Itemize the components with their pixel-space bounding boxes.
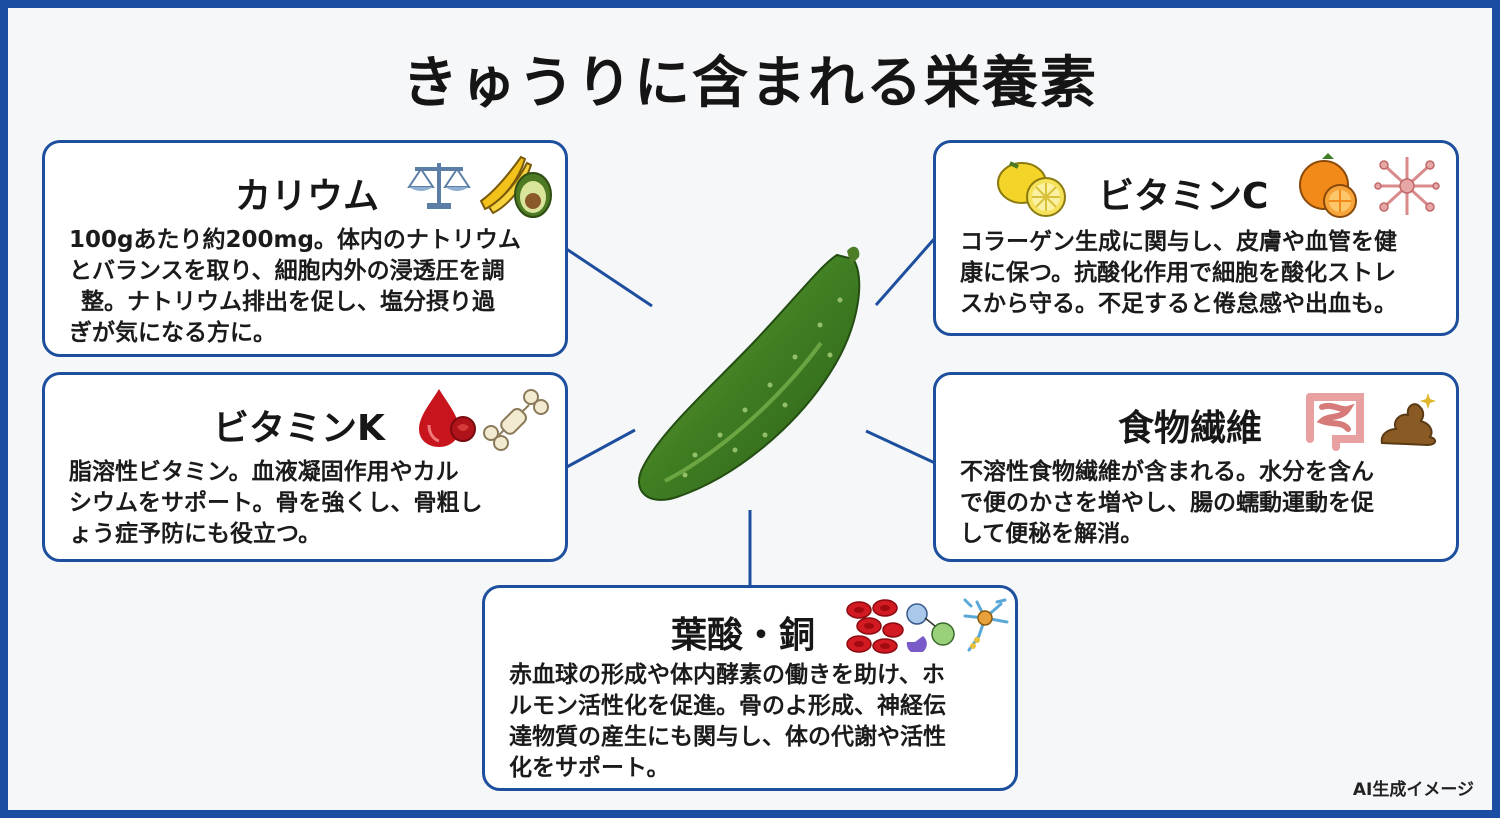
red-blood-cells-icon xyxy=(846,599,904,654)
card-title-potassium: カリウム xyxy=(235,176,380,217)
text-line: 脂溶性ビタミン。血液凝固作用やカル xyxy=(69,459,459,485)
card-vitamin-c: ビタミンC コラーゲン生成に関与し、皮膚や血管を健 康に保つ。抗酸化作用で細胞を… xyxy=(933,140,1459,336)
text-line: 赤血球の形成や体内酵素の働きを助け、ホ xyxy=(509,662,945,688)
card-title-vitamin-k: ビタミンK xyxy=(213,408,385,449)
card-title-folate-copper: 葉酸・銅 xyxy=(671,615,816,656)
banana-avocado-icon xyxy=(479,155,552,218)
text-line: スから守る。不足すると倦怠感や出血も。 xyxy=(960,291,1397,317)
orange-icon xyxy=(1299,153,1357,218)
collagen-network-icon xyxy=(1374,157,1440,215)
card-fiber: 食物繊維 不溶性食物繊維が含まれる。水分を含ん で便のかさを増やし、腸の蠕動運動… xyxy=(933,372,1459,562)
text-line: 化をサポート。 xyxy=(509,755,670,781)
card-body-vitamin-c: コラーゲン生成に関与し、皮膚や血管を健 康に保つ。抗酸化作用で細胞を酸化ストレ … xyxy=(960,227,1450,320)
connector-vitamin-k xyxy=(564,428,636,470)
text-line: 達物質の産生にも関与し、体の代謝や活性 xyxy=(509,724,946,750)
text-line: 100gあたり約200mg。体内のナトリウム xyxy=(69,227,521,253)
text-line: ルモン活性化を促進。骨のよ形成、神経伝 xyxy=(509,693,946,719)
card-title-vitamin-c: ビタミンC xyxy=(1098,176,1269,217)
card-body-vitamin-k: 脂溶性ビタミン。血液凝固作用やカル シウムをサポート。骨を強くし、骨粗し ょう症… xyxy=(69,457,559,550)
text-line: で便のかさを増やし、腸の蠕動運動を促 xyxy=(960,490,1374,516)
stool-icon xyxy=(1380,393,1436,447)
neuron-icon xyxy=(963,598,1009,652)
connector-vitamin-c xyxy=(874,237,937,306)
page-title: きゅうりに含まれる栄養素 xyxy=(402,51,1098,116)
card-vitamin-k: ビタミンK 脂溶性ビタミン。血液凝固作用やカル シウムをサポート。骨を強くし、骨… xyxy=(42,372,568,562)
card-body-folate-copper: 赤血球の形成や体内酵素の働きを助け、ホ ルモン活性化を促進。骨のよ形成、神経伝 … xyxy=(509,660,1009,784)
text-line: コラーゲン生成に関与し、皮膚や血管を健 xyxy=(960,229,1397,255)
text-line: 整。ナトリウム排出を促し、塩分摂り過 xyxy=(81,289,495,315)
card-title-fiber: 食物繊維 xyxy=(1118,408,1263,449)
text-line: とバランスを取り、細胞内外の浸透圧を調 xyxy=(69,258,505,284)
text-line: 康に保つ。抗酸化作用で細胞を酸化ストレ xyxy=(960,260,1397,286)
text-line: ょう症予防にも役立つ。 xyxy=(69,521,322,547)
lemon-icon xyxy=(997,161,1066,217)
card-body-fiber: 不溶性食物繊維が含まれる。水分を含ん で便のかさを増やし、腸の蠕動運動を促 して… xyxy=(960,457,1450,550)
ai-generated-caption: AI生成イメージ xyxy=(1352,780,1474,800)
balance-scale-icon xyxy=(407,163,471,209)
cucumber-image xyxy=(638,246,861,501)
card-body-potassium: 100gあたり約200mg。体内のナトリウム とバランスを取り、細胞内外の浸透圧… xyxy=(69,225,559,349)
text-line: して便秘を解消。 xyxy=(960,521,1144,547)
intestine-icon xyxy=(1306,393,1364,451)
card-folate-copper: 葉酸・銅 赤血球の形成や体内酵素の働きを助け、ホ ルモン活性化を促進。骨のよ形成… xyxy=(482,585,1018,791)
bone-icon xyxy=(483,389,549,451)
connector-potassium xyxy=(564,246,653,308)
blood-drop-icon xyxy=(419,389,476,447)
connector-fiber xyxy=(865,429,936,465)
text-line: ぎが気になる方に。 xyxy=(69,320,276,346)
card-potassium: カリウム 100gあたり約200mg。体内のナトリウム とバランスを取り、細胞内… xyxy=(42,140,568,357)
enzyme-icon xyxy=(906,603,955,652)
text-line: 不溶性食物繊維が含まれる。水分を含ん xyxy=(960,459,1374,485)
text-line: シウムをサポート。骨を強くし、骨粗し xyxy=(69,490,483,516)
